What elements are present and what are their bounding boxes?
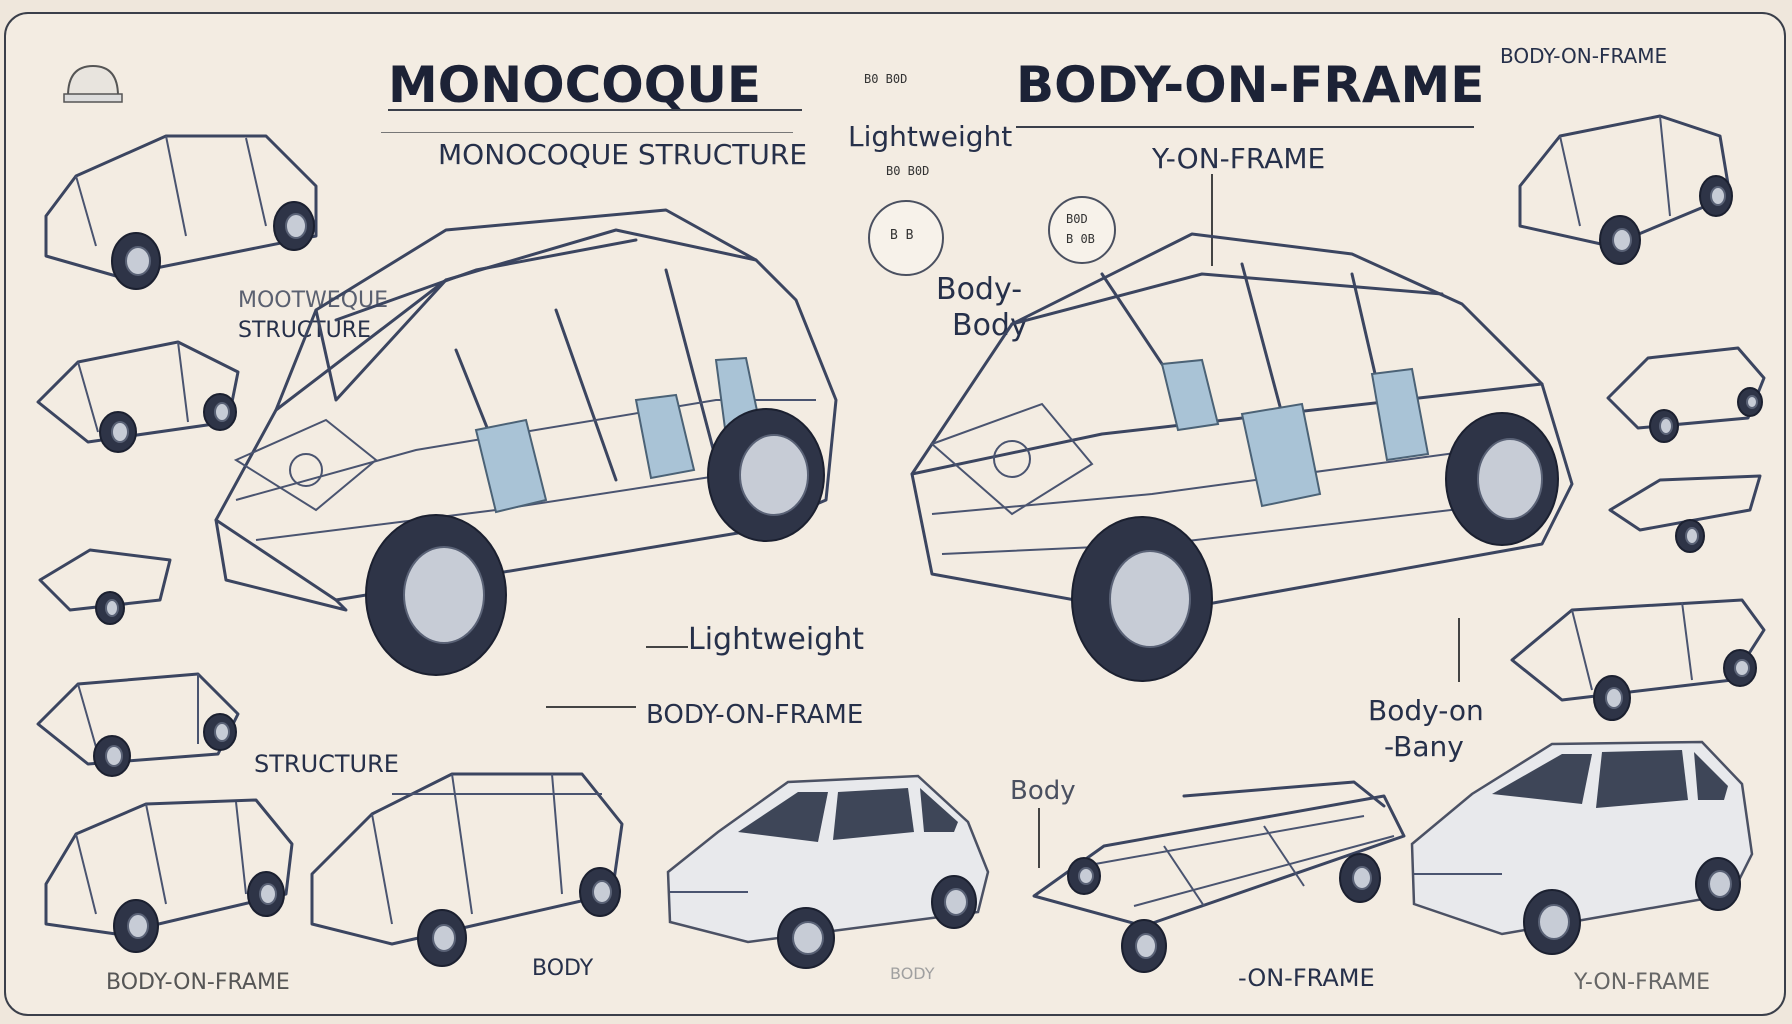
monocoque-subtitle: MONOCOQUE STRUCTURE [438, 138, 808, 171]
body-bottom-faint: BODY [890, 964, 935, 983]
rear-wheel [1445, 412, 1559, 546]
subtitle-rule-left [381, 132, 793, 133]
ladder-frame-chassis [1032, 780, 1406, 973]
rear-wheel [707, 408, 825, 542]
body-on-frame-center-label: BODY-ON-FRAME [646, 700, 864, 730]
gauge-badge-icon: B B [868, 200, 944, 276]
small-suv-wireframe-bottom [44, 798, 294, 953]
engine-bay [233, 418, 378, 512]
badge-right-text-top: B0D [1066, 212, 1088, 226]
gauge-badge-icon: B0D B 0B [1048, 196, 1116, 264]
center-small-text-top: B0 B0D [864, 72, 908, 86]
monocoque-title: MONOCOQUE [388, 56, 762, 114]
right-subtitle: Y-ON-FRAME [1152, 142, 1326, 175]
body-label-bottom: Body [952, 308, 1028, 343]
helmet-icon [63, 64, 123, 103]
body-bottom-center: BODY [532, 956, 594, 981]
small-chassis-wireframe [36, 340, 240, 453]
body-on-right-label-bottom: -Bany [1384, 730, 1464, 763]
center-lightweight: Lightweight [848, 120, 1013, 153]
on-frame-bottom: -ON-FRAME [1238, 964, 1375, 992]
right-cage-wireframe [1606, 346, 1766, 443]
white-suv-rendered [666, 774, 990, 969]
body-on-right-label-top: Body-on [1368, 694, 1484, 727]
right-frame-wireframe [1608, 474, 1762, 553]
front-wheel [1071, 516, 1213, 682]
bottom-cage-wireframe [310, 772, 624, 967]
poster-frame: MONOCOQUE MONOCOQUE STRUCTURE BODY-ON-FR… [4, 12, 1786, 1016]
small-suv-wireframe [44, 134, 318, 290]
engine-bay [930, 402, 1094, 516]
body-on-frame-bottom-left: BODY-ON-FRAME [106, 970, 290, 995]
body-on-frame-car-cutaway [910, 232, 1574, 682]
lightweight-label-lower: Lightweight [688, 622, 865, 657]
body-label-top: Body- [936, 272, 1023, 307]
right-suv-wireframe [1518, 114, 1733, 265]
right-ladder-wireframe [1510, 598, 1766, 721]
small-frame-wireframe [38, 548, 172, 625]
leader-line [546, 706, 636, 708]
corner-label: BODY-ON-FRAME [1500, 44, 1668, 68]
leader-line [1038, 808, 1040, 868]
on-frame-bottom-right: Y-ON-FRAME [1574, 970, 1711, 995]
body-on-frame-title: BODY-ON-FRAME [1016, 56, 1485, 114]
title-rule-right [1016, 126, 1474, 128]
small-cage-wireframe [36, 672, 240, 777]
leader-line [646, 646, 688, 648]
leader-line [1211, 174, 1213, 266]
leader-line [1458, 618, 1460, 682]
center-small-text-bottom: B0 B0D [886, 164, 930, 178]
badge-right-text-bottom: B 0B [1066, 232, 1095, 246]
white-suv-rendered-right [1410, 740, 1754, 955]
title-rule-left [388, 109, 802, 111]
monocoque-car-cutaway [214, 208, 838, 676]
front-wheel [365, 514, 507, 676]
badge-left-text: B B [890, 228, 914, 243]
structure-label-left: STRUCTURE [254, 750, 399, 778]
body-label-mid: Body [1010, 776, 1076, 806]
